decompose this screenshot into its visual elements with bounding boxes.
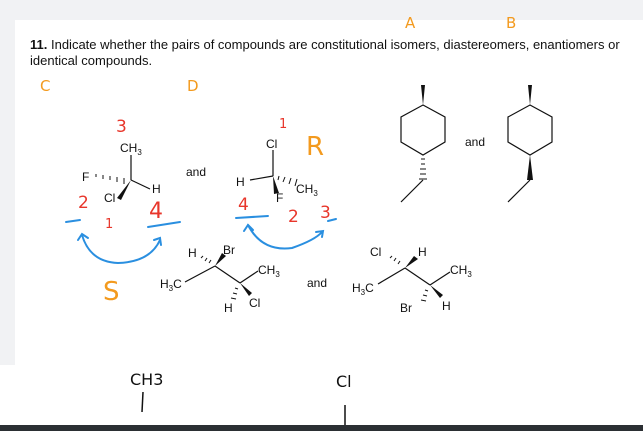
atom-h: H xyxy=(152,182,161,196)
priority-number: 4 xyxy=(238,195,249,215)
molecule-d-right: Cl H H3C CH3 Br H xyxy=(352,245,472,315)
atom-h3c: H3C xyxy=(352,281,374,297)
config-s: S xyxy=(103,277,120,307)
question-text: 11. Indicate whether the pairs of compou… xyxy=(30,37,630,69)
atom-h: H xyxy=(188,246,197,260)
priority-number: 2 xyxy=(78,193,89,213)
atom-ch3: CH3 xyxy=(296,182,318,198)
priority-number: 4 xyxy=(149,199,163,224)
molecule-d-left: H Br H3C CH3 H Cl xyxy=(160,243,280,315)
left-gray-margin xyxy=(0,20,15,365)
molecule-c-right: Cl H CH3 F xyxy=(236,137,318,205)
priority-number: 3 xyxy=(320,203,331,223)
and-label-ab: and xyxy=(465,135,485,149)
atom-f: F xyxy=(276,191,283,205)
label-d: D xyxy=(187,77,199,95)
atom-ch3: CH3 xyxy=(120,141,142,157)
atom-br: Br xyxy=(223,243,235,257)
atom-h: H xyxy=(442,299,451,313)
atom-ch3: CH3 xyxy=(450,263,472,279)
question-number: 11. xyxy=(30,37,48,52)
atom-cl: Cl xyxy=(370,245,381,259)
atom-br: Br xyxy=(400,301,412,315)
atom-f: F xyxy=(82,170,89,184)
atom-h: H xyxy=(224,301,233,315)
atom-cl: Cl xyxy=(266,137,277,151)
atom-cl: Cl xyxy=(104,191,115,205)
atom-cl: Cl xyxy=(249,296,260,310)
handwritten-labels: A B C D R S xyxy=(40,14,516,307)
note-ch3: CH3 xyxy=(130,370,163,389)
atom-h3c: H3C xyxy=(160,277,182,293)
note-cl: Cl xyxy=(336,372,352,391)
molecule-a-cyclohexane xyxy=(400,85,446,203)
label-c: C xyxy=(40,77,50,95)
config-r: R xyxy=(306,132,324,162)
atom-ch3: CH3 xyxy=(258,263,280,279)
label-a: A xyxy=(405,14,416,32)
and-label-d: and xyxy=(307,276,327,290)
label-b: B xyxy=(506,14,516,32)
priority-numbers: 3 2 4 1 1 4 2 3 xyxy=(78,117,331,232)
atom-h: H xyxy=(236,175,245,189)
question-body: Indicate whether the pairs of compounds … xyxy=(30,37,620,68)
and-label-c: and xyxy=(186,165,206,179)
bottom-notes: CH3 Cl xyxy=(130,370,352,425)
priority-number: 1 xyxy=(105,217,113,232)
top-gray-margin xyxy=(0,0,643,20)
bottom-dark-bar xyxy=(0,425,643,431)
priority-number: 1 xyxy=(279,117,287,132)
atom-h: H xyxy=(418,245,427,259)
priority-number: 3 xyxy=(116,117,127,137)
priority-number: 2 xyxy=(288,207,299,227)
molecule-b-cyclohexane xyxy=(507,85,553,203)
rotation-arrows xyxy=(65,215,337,265)
molecule-c-left: CH3 F Cl H xyxy=(82,141,161,205)
